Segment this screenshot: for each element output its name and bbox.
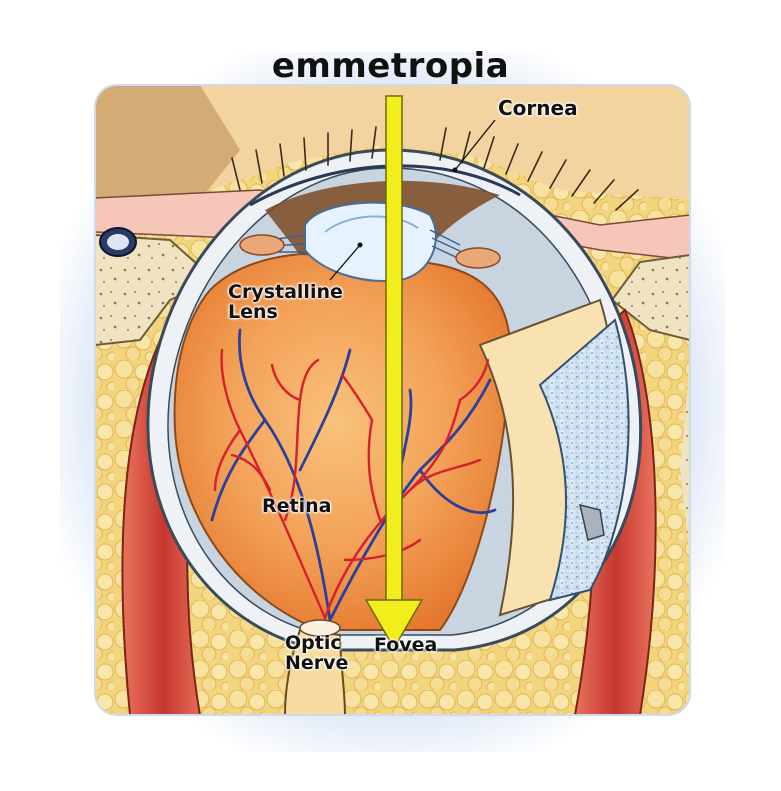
label-optic-nerve: Optic Nerve <box>285 632 349 674</box>
tendon <box>578 503 605 541</box>
label-optic-nerve-line2: Nerve <box>285 651 349 674</box>
orbital-bone-lower-right <box>680 360 690 560</box>
leader-lines <box>329 119 496 281</box>
label-crystalline-lens-line1: Crystalline <box>228 281 343 303</box>
diagram-title: emmetropia <box>271 46 510 86</box>
brow-tissue <box>95 85 240 200</box>
label-crystalline-lens: Crystalline Lens <box>228 281 343 323</box>
label-fovea: Fovea <box>374 634 438 656</box>
orbital-bone-left <box>95 233 217 347</box>
light-ray-arrow <box>364 95 424 650</box>
orbital-bone-right <box>610 253 690 342</box>
label-crystalline-lens-line2: Lens <box>228 300 278 323</box>
label-cornea: Cornea <box>498 96 578 120</box>
optic-nerve <box>283 628 347 715</box>
eyelashes <box>231 126 639 211</box>
retinal-arteries <box>213 348 490 620</box>
label-optic-nerve-line1: Optic <box>285 632 342 654</box>
cornea-surface <box>249 164 521 207</box>
label-retina: Retina <box>262 495 332 517</box>
vitreous-gel <box>538 318 630 602</box>
